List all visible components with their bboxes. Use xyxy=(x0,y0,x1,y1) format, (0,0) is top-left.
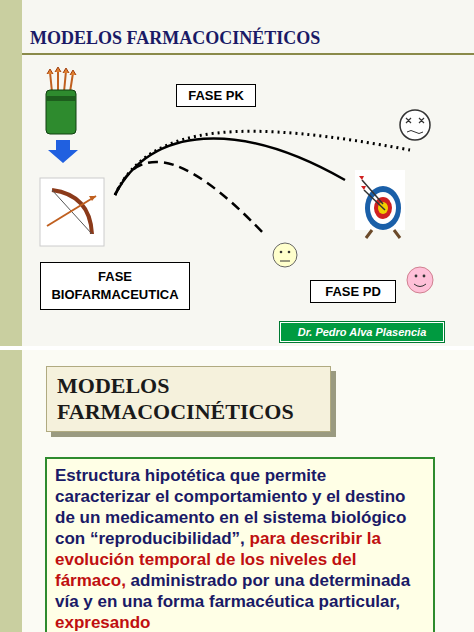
curve-solid xyxy=(115,138,345,195)
slide-title-box: MODELOS FARMACOCINÉTICOS xyxy=(46,366,331,432)
curve-dashed xyxy=(115,162,265,235)
node-text: Dr. Pedro Alva Plasencia xyxy=(283,326,441,338)
node-text: FASE BIOFARMACEUTICA xyxy=(47,268,183,304)
node-text: expresando xyxy=(55,613,150,632)
phase-box: FASE PK xyxy=(176,84,256,107)
target-icon xyxy=(355,170,405,238)
definition-box: Estructura hipotética que permite caract… xyxy=(45,457,435,632)
phase-box: FASE PD xyxy=(310,280,396,303)
slide-title: MODELOS FARMACOCINÉTICOS xyxy=(30,28,320,49)
node-text: MODELOS FARMACOCINÉTICOS xyxy=(57,373,320,425)
down-arrow xyxy=(48,140,78,163)
dizzy-face xyxy=(400,110,430,140)
node-text: FASE PK xyxy=(181,88,251,103)
phase-box: FASE BIOFARMACEUTICA xyxy=(40,262,190,310)
node-text: FASE PD xyxy=(315,284,391,299)
sad-face xyxy=(273,243,297,267)
quiver-icon xyxy=(46,67,76,134)
happy-face xyxy=(407,267,433,293)
bow-icon xyxy=(40,178,104,246)
author-box: Dr. Pedro Alva Plasencia xyxy=(280,322,444,342)
